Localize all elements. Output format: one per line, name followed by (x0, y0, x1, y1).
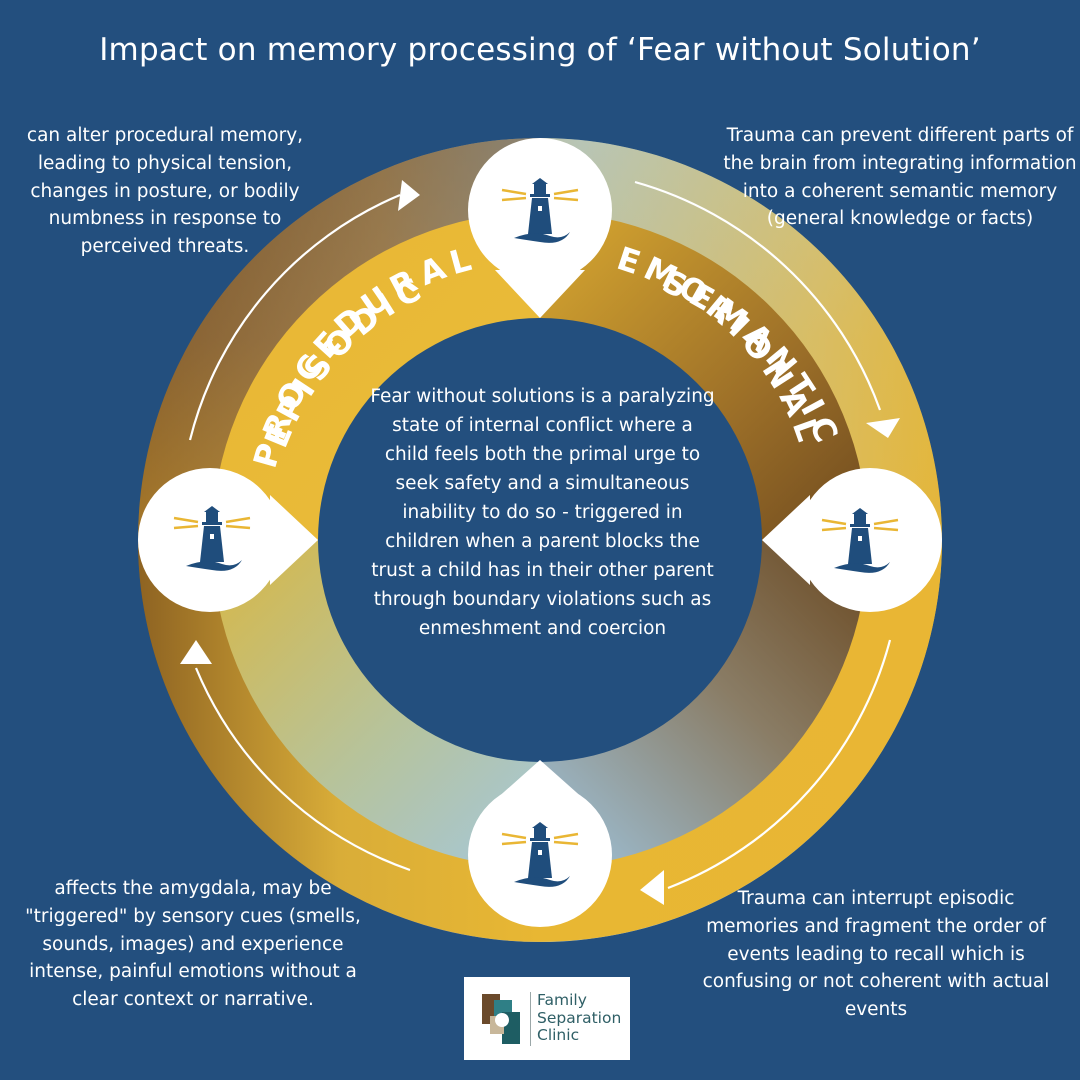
emotional-note: affects the amygdala, may be "triggered"… (25, 878, 361, 1010)
arrowhead-top-right (866, 418, 900, 438)
lighthouse-icon (501, 822, 579, 887)
episodic-note: Trauma can interrupt episodic memories a… (702, 888, 1050, 1020)
arrow-bottom-left (194, 667, 411, 872)
lighthouse-icon (173, 506, 251, 571)
arrowhead-top-left (398, 180, 420, 211)
arrow-top-left (188, 193, 401, 441)
arrowhead-bottom-right (640, 870, 664, 905)
arrow-bottom-right (667, 639, 892, 890)
clinic-name-line-2: Separation (537, 1008, 622, 1027)
page-title: Impact on memory processing of ‘Fear wit… (99, 32, 981, 68)
logo-divider (530, 991, 531, 1046)
semantic-note: Trauma can prevent different parts of th… (723, 125, 1077, 230)
procedural-note: can alter procedural memory, leading to … (26, 125, 304, 257)
center-definition: Fear without solutions is a paralyzing s… (370, 386, 715, 640)
center-circle (318, 318, 762, 762)
arrowhead-bottom-left (180, 640, 212, 664)
clinic-name: Family Separation Clinic (537, 992, 621, 1044)
clinic-name-line-3: Clinic (537, 1026, 580, 1045)
lighthouse-icon (501, 178, 579, 243)
marker-right (762, 468, 942, 612)
flow-arrows (188, 180, 892, 890)
clinic-name-line-1: Family (537, 991, 587, 1010)
family-separation-clinic-logo: Family Separation Clinic (464, 977, 630, 1060)
clinic-logo-icon (480, 990, 522, 1048)
lighthouse-icon (821, 508, 899, 573)
arrow-top-right (634, 180, 882, 411)
